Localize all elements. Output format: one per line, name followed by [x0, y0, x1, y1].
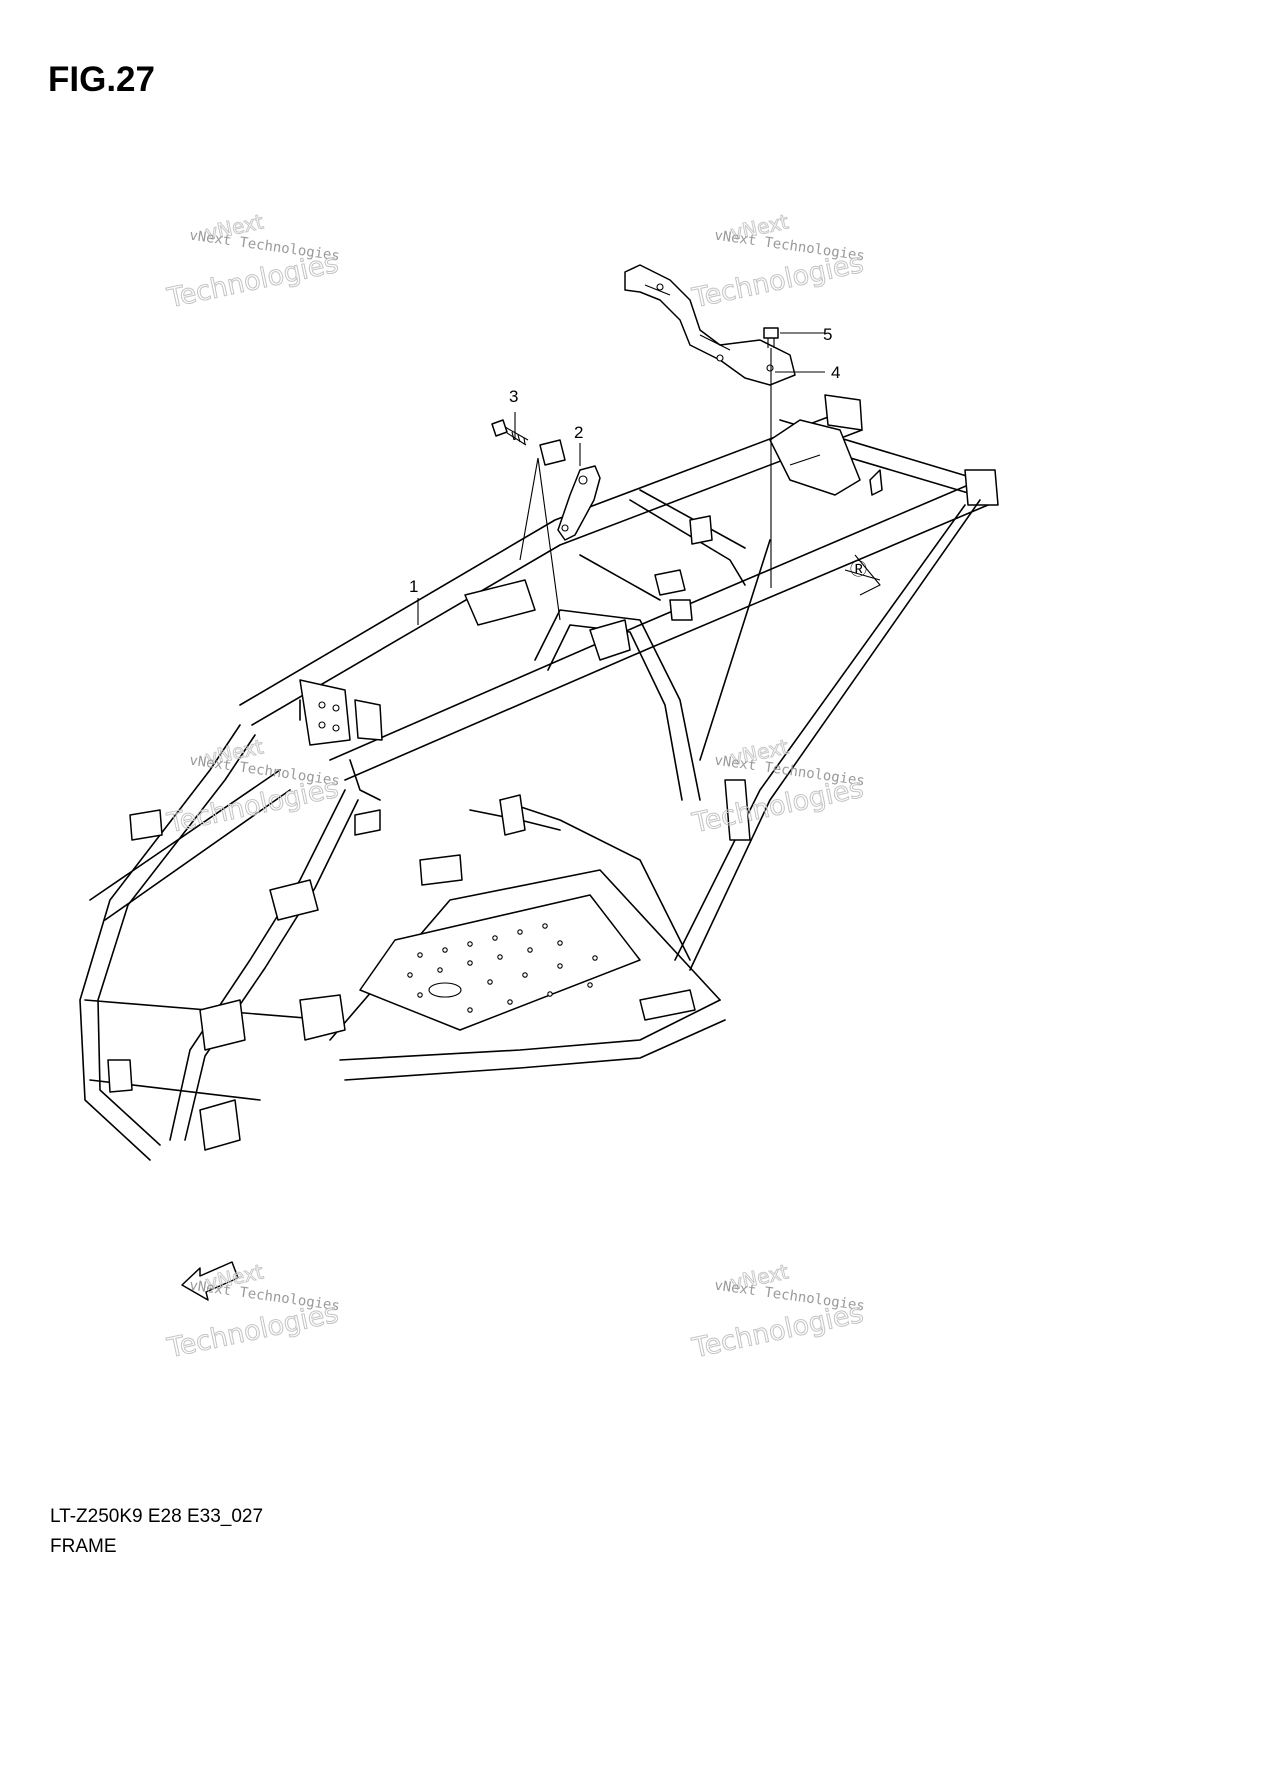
- watermark-bottom-left: vNext vNext Technologies Technologies: [164, 1259, 342, 1365]
- callout-1: 1: [409, 577, 418, 596]
- watermark-brand-big: Technologies: [164, 773, 341, 840]
- stay-part-2: [557, 465, 601, 541]
- callout-4: 4: [831, 363, 840, 382]
- watermark-bottom-right: vNext vNext Technologies Technologies: [689, 1259, 867, 1365]
- main-frame: Ⓡ: [79, 394, 999, 1161]
- figure-title: FIG.27: [48, 60, 155, 99]
- callout-2: 2: [574, 423, 583, 442]
- watermark-top-right: vNext vNext Technologies Technologies: [689, 209, 867, 315]
- watermark-mid-left: vNext vNext Technologies Technologies: [164, 734, 342, 840]
- watermark-mid-right: vNext vNext Technologies Technologies: [689, 734, 867, 840]
- callout-3: 3: [509, 387, 518, 406]
- watermark-brand-big: Technologies: [164, 248, 341, 315]
- footrest-holes: [407, 923, 598, 1013]
- watermark-brand-big: Technologies: [164, 1298, 341, 1365]
- bolt-part-5: [763, 327, 779, 348]
- watermark-brand-big: Technologies: [689, 248, 866, 315]
- watermark-brand-big: Technologies: [689, 773, 866, 840]
- frame-marking: Ⓡ: [850, 560, 867, 579]
- watermark-brand-big: Technologies: [689, 1298, 866, 1365]
- figure-caption: FRAME: [50, 1536, 117, 1557]
- forward-arrow-icon: FWD: [181, 1261, 239, 1301]
- callout-5: 5: [823, 325, 832, 344]
- watermark-top-left: vNext vNext Technologies Technologies: [164, 209, 342, 315]
- leader-lines: [417, 332, 825, 625]
- bolt-part-3: [491, 419, 529, 446]
- bracket-part-4: [624, 264, 796, 386]
- model-code: LT-Z250K9 E28 E33_027: [50, 1506, 264, 1527]
